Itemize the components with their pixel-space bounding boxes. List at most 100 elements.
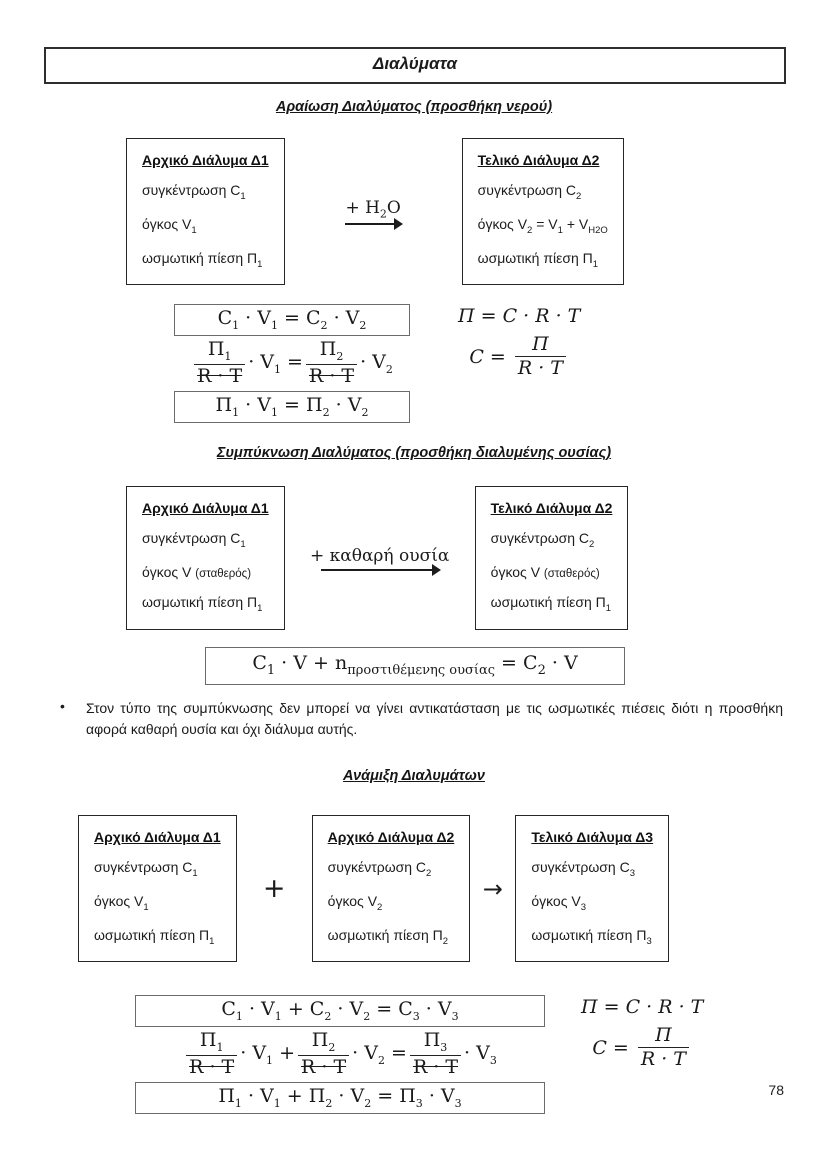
box-line-osmotic-pressure: ωσμωτική πίεση Π2 [327,926,449,947]
fraction-numerator: Π1 [207,338,232,363]
fraction-numerator: Π2 [311,1029,336,1054]
fraction-denominator-cancelled: R · T [186,1054,238,1079]
fraction-denominator: R · T [637,1047,689,1071]
box-line-concentration: συγκέντρωση C2 [477,182,582,202]
equation-added-substance: C1 · V + nπροστιθέμενης ουσίας = C2 · V [205,646,625,685]
box-title: Αρχικό Διάλυμα Δ2 [327,829,455,845]
note-text: Στον τύπο της συμπύκνωσης δεν μπορεί να … [86,699,783,738]
note-paragraph: • Στον τύπο της συμπύκνωσης δεν μπορεί ν… [60,698,783,741]
concentration-initial-solution-box: Αρχικό Διάλυμα Δ1 συγκέντρωση C1 όγκος V… [126,486,285,630]
box-line-osmotic-pressure: ωσμωτική πίεση Π1 [490,594,612,614]
concentration-process-arrow: + καθαρή ουσία [285,545,475,576]
box-title: Τελικό Διάλυμα Δ2 [490,500,613,517]
section-heading-concentration: Συμπύκνωση Διαλύματος (προσθήκη διαλυμέν… [216,445,612,462]
mixing-final-solution-box: Τελικό Διάλυμα Δ3 συγκέντρωση C3 όγκος V… [515,815,670,963]
box-line-volume: όγκος V2 [327,892,383,913]
box-line-concentration: συγκέντρωση C2 [327,859,432,879]
box-line-volume: όγκος V (σταθερός) [490,564,600,581]
mixing-solution-box-2: Αρχικό Διάλυμα Δ2 συγκέντρωση C2 όγκος V… [311,815,471,963]
section-heading-mixing: Ανάμιξη Διαλυμάτων [343,768,485,784]
box-line-concentration: συγκέντρωση C1 [142,530,246,551]
equation-p1v1-plus-p2v2: Π1 · V1 + Π2 · V2 = Π3 · V3 [135,1082,545,1115]
equation-middle: · V1 + [240,1041,296,1067]
equation-tail: · V2 [360,350,393,376]
box-title: Αρχικό Διάλυμα Δ1 [142,152,269,168]
equation-lhs: C = [592,1037,629,1060]
box-line-osmotic-pressure: ωσμωτική πίεση Π1 [477,249,599,270]
fraction-numerator: Π [532,333,549,356]
equation-c1v1-plus-c2v2: C1 · V1 + C2 · V2 = C3 · V3 [135,995,545,1028]
fraction-numerator: Π2 [319,338,344,363]
box-line-volume: όγκος V1 [94,892,149,913]
fraction-denominator-cancelled: R · T [409,1054,462,1079]
equation-gas-law: Π = C · R · T [581,996,704,1019]
dilution-diagram: Αρχικό Διάλυμα Δ1 συγκέντρωση C1 όγκος V… [126,138,828,286]
concentration-final-solution-box: Τελικό Διάλυμα Δ2 συγκέντρωση C2 όγκος V… [474,486,629,630]
box-line-volume: όγκος V1 [142,215,197,236]
fraction-numerator: Π3 [423,1029,448,1054]
fraction-numerator: Π [655,1024,672,1047]
mixing-solution-box-1: Αρχικό Διάλυμα Δ1 συγκέντρωση C1 όγκος V… [78,815,237,963]
equation-middle: · V2 = [352,1041,407,1067]
box-line-concentration: συγκέντρωση C2 [490,530,595,551]
equation-middle: · V1 = [248,350,303,376]
fraction-denominator-cancelled: R · T [305,363,358,388]
section-heading-dilution: Αραίωση Διαλύματος (προσθήκη νερού) [275,99,553,115]
equation-gas-law: Π = C · R · T [458,305,581,328]
dilution-process-arrow: + H2O [285,198,462,231]
box-line-osmotic-pressure: ωσμωτική πίεση Π1 [94,926,215,947]
right-arrow-icon: → [482,874,503,903]
right-arrow-icon [345,218,404,231]
dilution-final-solution-box: Τελικό Διάλυμα Δ2 συγκέντρωση C2 όγκος V… [461,138,624,286]
right-arrow-icon [320,563,441,576]
bullet-icon: • [60,697,65,714]
mixing-diagram: Αρχικό Διάλυμα Δ1 συγκέντρωση C1 όγκος V… [78,815,828,963]
box-line-volume: όγκος V (σταθερός) [142,564,252,581]
box-line-concentration: συγκέντρωση C1 [142,182,246,202]
box-title: Αρχικό Διάλυμα Δ1 [142,500,269,517]
box-line-volume: όγκος V3 [531,892,586,913]
page-title-box: Διαλύματα [44,47,786,84]
arrow-label-pure-substance: + καθαρή ουσία [309,545,450,566]
box-title: Τελικό Διάλυμα Δ3 [531,829,654,845]
concentration-diagram: Αρχικό Διάλυμα Δ1 συγκέντρωση C1 όγκος V… [126,486,828,630]
fraction-denominator-cancelled: R · T [194,363,246,388]
box-title: Αρχικό Διάλυμα Δ1 [94,829,221,845]
equation-tail: · V3 [464,1041,497,1067]
box-line-osmotic-pressure: ωσμωτική πίεση Π3 [531,926,652,947]
box-line-volume: όγκος V2 = V1 + VH2O [477,215,608,236]
equation-c1v1-c2v2: C1 · V1 = C2 · V2 [174,304,410,337]
equation-lhs: C = [469,346,506,369]
page-title: Διαλύματα [372,54,458,73]
box-line-osmotic-pressure: ωσμωτική πίεση Π1 [142,594,263,614]
box-line-concentration: συγκέντρωση C1 [94,859,198,879]
fraction-denominator: R · T [514,356,566,380]
box-line-osmotic-pressure: ωσμωτική πίεση Π1 [142,249,263,270]
arrow-label-water: + H2O [345,198,401,221]
plus-symbol: + [262,873,286,905]
dilution-initial-solution-box: Αρχικό Διάλυμα Δ1 συγκέντρωση C1 όγκος V… [126,138,285,286]
box-title: Τελικό Διάλυμα Δ2 [477,152,600,168]
fraction-numerator: Π1 [199,1029,224,1054]
page-number: 78 [768,1082,784,1098]
fraction-denominator-cancelled: R · T [298,1054,350,1079]
box-line-concentration: συγκέντρωση C3 [531,859,635,879]
